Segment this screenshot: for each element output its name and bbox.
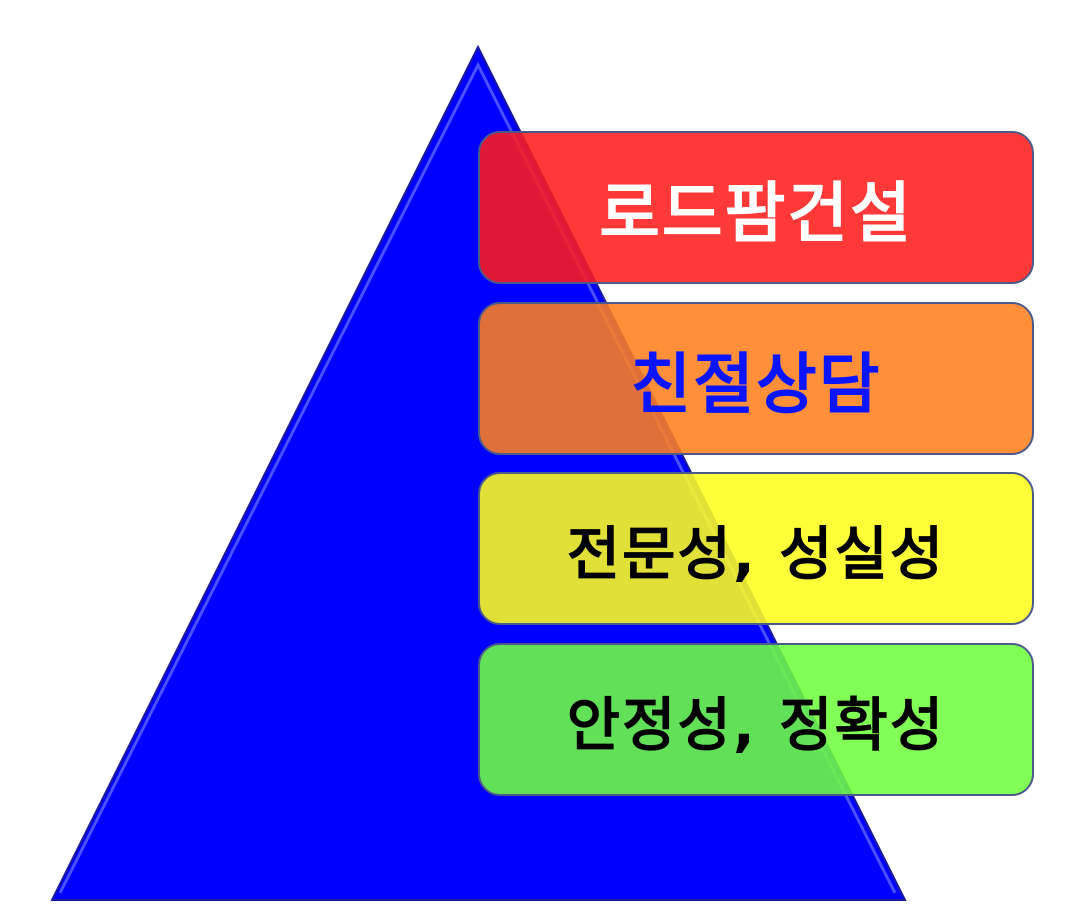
level-2-label: 친절상담 xyxy=(630,345,882,423)
pyramid-level-2: 친절상담 xyxy=(478,302,1034,455)
level-3-label: 전문성, 성실성 xyxy=(566,519,946,588)
pyramid-level-3: 전문성, 성실성 xyxy=(478,472,1034,625)
level-4-label: 안정성, 정확성 xyxy=(566,690,946,759)
pyramid-level-4: 안정성, 정확성 xyxy=(478,643,1034,796)
pyramid-level-1: 로드팜건설 xyxy=(478,131,1034,284)
level-1-label: 로드팜건설 xyxy=(599,174,913,252)
